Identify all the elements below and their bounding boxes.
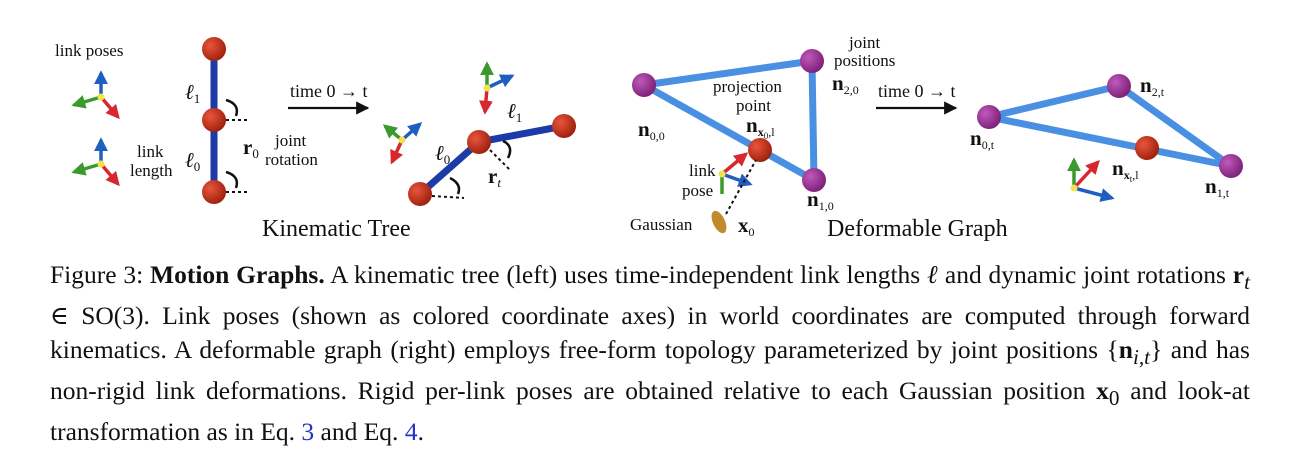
kinematic-joint [202, 180, 226, 204]
caption-math: r [1232, 260, 1245, 289]
n1t-label: n1,t [1205, 174, 1230, 200]
n20-label: n2,0 [832, 71, 859, 97]
caption-math: ℓ [927, 260, 939, 289]
caption-text: } and has non-rigid link deformations. R… [50, 335, 1250, 406]
kinematic-joint [552, 114, 576, 138]
time-label: time 0 → t [878, 81, 956, 101]
n00-label: n0,0 [638, 117, 665, 143]
figure-caption: Figure 3: Motion Graphs. A kinematic tre… [50, 258, 1250, 449]
caption-math: t [1244, 270, 1250, 295]
projection-point [1135, 136, 1159, 160]
joint-label: joint [274, 131, 306, 150]
deformable-graph-caption: Deformable Graph [827, 216, 1008, 242]
caption-math: x [1096, 376, 1109, 406]
caption-math: 0 [1108, 386, 1120, 411]
nxt-label: nxt,l [1112, 156, 1139, 184]
link-pose-axes-icon [718, 152, 753, 194]
pose-label: pose [682, 181, 713, 200]
caption-text: A kinematic tree (left) uses time-indepe… [324, 260, 928, 289]
link-label: link [689, 161, 716, 180]
length-label: length [130, 161, 173, 180]
positions-label: positions [834, 51, 895, 70]
graph-links [985, 82, 1235, 170]
rotation-label: rotation [265, 150, 318, 169]
l0-label: ℓ0 [185, 148, 200, 174]
projection-label: projection [713, 77, 782, 96]
gaussian-ellipse [711, 210, 727, 234]
kinematic-tree-caption: Kinematic Tree [262, 216, 411, 242]
gaussian-label: Gaussian [630, 215, 693, 234]
kinematic-joint [467, 130, 491, 154]
graph-links [640, 57, 818, 184]
l1-right-label: ℓ1 [507, 99, 522, 125]
caption-math: n [1118, 335, 1133, 365]
graph-joint [802, 168, 826, 192]
n10-label: n1,0 [807, 187, 834, 213]
r0-label: r0 [243, 135, 259, 161]
eq-ref-link[interactable]: 4 [404, 417, 418, 447]
motion-graphs-figure: link poses link length ℓ1 ℓ0 r0 joint [55, 33, 1243, 242]
kinematic-joint [408, 182, 432, 206]
caption-title: Motion Graphs. [150, 260, 325, 289]
joint-label: joint [848, 33, 880, 52]
kinematic-joint [202, 37, 226, 61]
n2t-label: n2,t [1140, 73, 1165, 99]
n0t-label: n0,t [970, 126, 995, 152]
l0-right-label: ℓ0 [435, 141, 450, 167]
caption-text: . [417, 417, 424, 447]
projection-point [748, 138, 772, 162]
rt-label: rt [488, 164, 501, 190]
eq-ref-link[interactable]: 3 [301, 417, 315, 447]
caption-text: and Eq. [314, 417, 405, 447]
deformable-graph-panel: joint positions n2,0 n0,0 projection poi… [630, 33, 1243, 242]
nx0-label: nx0,l [746, 113, 775, 141]
graph-joint [800, 49, 824, 73]
graph-joint [977, 105, 1001, 129]
link-label: link [137, 142, 164, 161]
caption-label: Figure 3: [50, 260, 151, 289]
link-pose-axes-icon [71, 70, 120, 120]
kinematic-link [478, 122, 565, 146]
graph-joint [1107, 74, 1131, 98]
graph-joint [632, 73, 656, 97]
link-pose-axes-icon [478, 61, 515, 115]
caption-text: and look-at transformation as in Eq. [50, 376, 1250, 447]
kinematic-tree-panel: link poses link length ℓ1 ℓ0 r0 joint [55, 37, 576, 242]
link-pose-axes-icon [71, 137, 120, 187]
caption-math: i,t [1132, 345, 1151, 370]
link-poses-label: link poses [55, 41, 123, 60]
graph-joint [1219, 154, 1243, 178]
link-pose-axes-icon [382, 122, 423, 165]
time-label: time 0 → t [290, 81, 368, 101]
kinematic-joint [202, 108, 226, 132]
x0-label: x0 [738, 213, 755, 239]
caption-text: and dynamic joint rotations [938, 260, 1233, 289]
l1-label: ℓ1 [185, 80, 200, 106]
point-label: point [736, 96, 771, 115]
link-pose-axes-icon [1067, 157, 1115, 202]
caption-text: ∈ SO(3). Link poses (shown as colored co… [50, 301, 1250, 365]
kinematic-link [417, 139, 482, 197]
